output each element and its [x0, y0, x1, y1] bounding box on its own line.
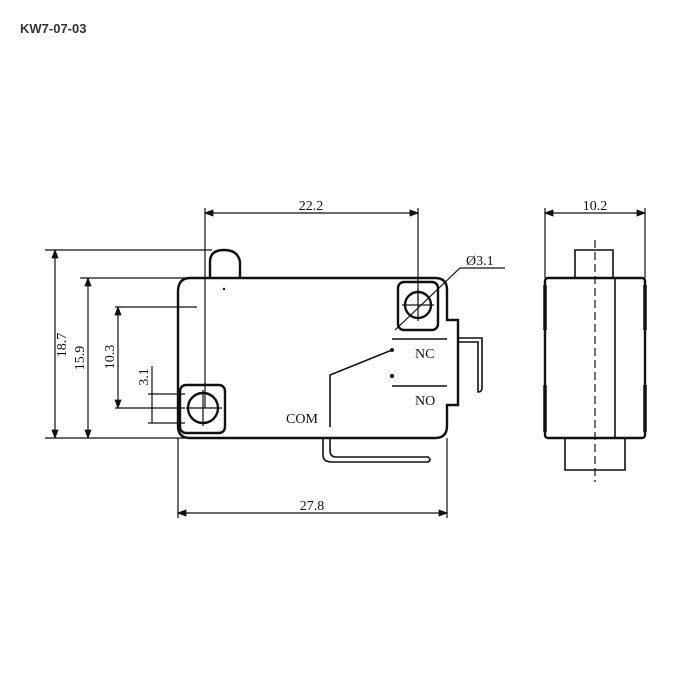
front-view	[176, 248, 483, 463]
dimension-lines	[45, 208, 647, 518]
dim-18-7: 18.7	[55, 333, 70, 358]
label-no: NO	[415, 394, 435, 409]
dim-27-8: 27.8	[300, 499, 325, 514]
dim-diameter: Ø3.1	[466, 254, 494, 269]
label-com: COM	[286, 412, 318, 427]
drawing-title: KW7-07-03	[20, 21, 87, 36]
dim-15-9: 15.9	[73, 346, 88, 371]
dim-22-2: 22.2	[299, 199, 324, 214]
dim-10-2: 10.2	[583, 199, 608, 214]
dim-10-3: 10.3	[103, 345, 118, 370]
side-view	[543, 240, 647, 482]
dim-3-1: 3.1	[137, 368, 152, 386]
label-nc: NC	[415, 347, 434, 362]
